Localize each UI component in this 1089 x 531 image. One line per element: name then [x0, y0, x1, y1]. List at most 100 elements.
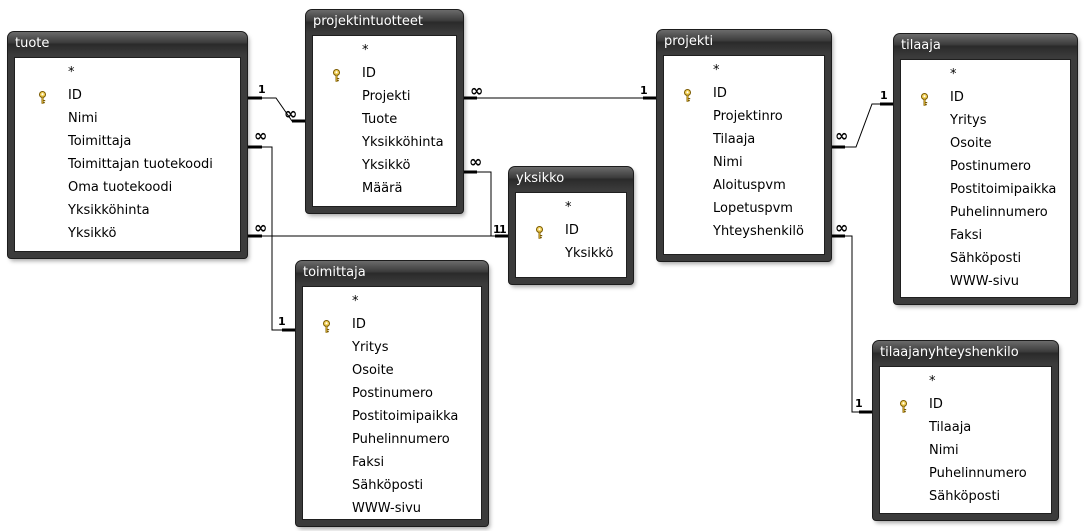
field-row[interactable]: Osoite: [901, 132, 1070, 155]
cardinality-one: 1: [855, 397, 863, 410]
field-row[interactable]: Postinumero: [901, 155, 1070, 178]
field-name: Yksikkö: [68, 226, 117, 241]
table-title[interactable]: tilaaja: [894, 34, 1077, 57]
table-title[interactable]: projekti: [657, 30, 831, 53]
field-row[interactable]: Yksikkö: [313, 154, 456, 177]
table-title[interactable]: projektintuotteet: [306, 10, 463, 33]
field-name: ID: [68, 88, 82, 103]
field-row[interactable]: Nimi: [664, 151, 824, 174]
field-name: ID: [950, 90, 964, 105]
field-row[interactable]: Nimi: [880, 439, 1051, 462]
field-row[interactable]: Nimi: [15, 107, 240, 130]
field-name: *: [929, 374, 936, 389]
field-name: Postitoimipaikka: [352, 409, 459, 424]
field-row[interactable]: Tilaaja: [880, 416, 1051, 439]
field-row[interactable]: Yhteyshenkilö: [664, 220, 824, 243]
field-row-all[interactable]: *: [303, 290, 481, 313]
field-row[interactable]: Projektinro: [664, 105, 824, 128]
field-row[interactable]: Sähköposti: [880, 485, 1051, 508]
cardinality-many: ∞: [254, 126, 267, 145]
field-row[interactable]: Toimittaja: [15, 130, 240, 153]
field-row[interactable]: Aloituspvm: [664, 174, 824, 197]
field-row-primary-key[interactable]: ID: [901, 86, 1070, 109]
key-icon: [322, 318, 331, 333]
field-row[interactable]: Faksi: [303, 451, 481, 474]
field-row[interactable]: Toimittajan tuotekoodi: [15, 153, 240, 176]
field-row[interactable]: Yritys: [901, 109, 1070, 132]
field-name: Projekti: [362, 89, 411, 104]
field-row-primary-key[interactable]: ID: [664, 82, 824, 105]
field-name: Faksi: [352, 455, 385, 470]
field-row[interactable]: Yksikkö: [516, 242, 626, 265]
field-row[interactable]: Yksikkö: [15, 222, 240, 245]
field-name: *: [352, 294, 359, 309]
key-icon: [920, 91, 929, 106]
field-row[interactable]: Tuote: [313, 108, 456, 131]
field-name: Sähköposti: [929, 489, 1001, 504]
field-row-all[interactable]: *: [880, 370, 1051, 393]
field-row[interactable]: Oma tuotekoodi: [15, 176, 240, 199]
field-row[interactable]: Sähköposti: [303, 474, 481, 497]
field-name: Projektinro: [713, 109, 783, 124]
field-row[interactable]: Yritys: [303, 336, 481, 359]
field-row-primary-key[interactable]: ID: [15, 84, 240, 107]
field-row-primary-key[interactable]: ID: [516, 219, 626, 242]
cardinality-one: 1: [640, 84, 648, 97]
field-row-all[interactable]: *: [664, 59, 824, 82]
field-row[interactable]: Puhelinnumero: [901, 201, 1070, 224]
field-row[interactable]: Postitoimipaikka: [303, 405, 481, 428]
field-row[interactable]: Sähköposti: [901, 247, 1070, 270]
field-row[interactable]: Faksi: [901, 224, 1070, 247]
field-row[interactable]: Postitoimipaikka: [901, 178, 1070, 201]
field-row[interactable]: Puhelinnumero: [880, 462, 1051, 485]
cardinality-one: 1: [493, 223, 501, 236]
field-name: Tilaaja: [929, 420, 972, 435]
field-name: Yksikköhinta: [68, 203, 150, 218]
field-row[interactable]: Lopetuspvm: [664, 197, 824, 220]
field-row[interactable]: WWW-sivu: [303, 497, 481, 519]
field-row-all[interactable]: *: [313, 39, 456, 62]
field-name: Osoite: [352, 363, 394, 378]
field-name: Yhteyshenkilö: [713, 224, 804, 239]
field-row[interactable]: WWW-sivu: [901, 270, 1070, 293]
field-row-all[interactable]: *: [516, 196, 626, 219]
field-row[interactable]: Määrä: [313, 177, 456, 200]
key-icon: [332, 67, 341, 82]
field-row[interactable]: Postinumero: [303, 382, 481, 405]
field-row-all[interactable]: *: [15, 61, 240, 84]
table-title[interactable]: tuote: [8, 32, 247, 55]
cardinality-many: ∞: [469, 152, 482, 171]
field-row[interactable]: Puhelinnumero: [303, 428, 481, 451]
field-row-primary-key[interactable]: ID: [303, 313, 481, 336]
table-title[interactable]: tilaajanyhteyshenkilo: [873, 341, 1058, 364]
field-name: Yritys: [352, 340, 389, 355]
field-name: Aloituspvm: [713, 178, 786, 193]
field-name: Toimittajan tuotekoodi: [68, 157, 213, 172]
field-row-primary-key[interactable]: ID: [880, 393, 1051, 416]
field-name: Puhelinnumero: [352, 432, 450, 447]
field-row[interactable]: Yksikköhinta: [15, 199, 240, 222]
table-title[interactable]: yksikko: [509, 167, 633, 190]
field-row[interactable]: Tilaaja: [664, 128, 824, 151]
field-row-primary-key[interactable]: ID: [313, 62, 456, 85]
field-row[interactable]: Osoite: [303, 359, 481, 382]
field-row[interactable]: Projekti: [313, 85, 456, 108]
table-title[interactable]: toimittaja: [296, 261, 488, 284]
field-name: Nimi: [713, 155, 743, 170]
key-icon: [38, 89, 47, 104]
field-row-all[interactable]: *: [901, 63, 1070, 86]
field-row[interactable]: Yksikköhinta: [313, 131, 456, 154]
field-name: *: [362, 43, 369, 58]
